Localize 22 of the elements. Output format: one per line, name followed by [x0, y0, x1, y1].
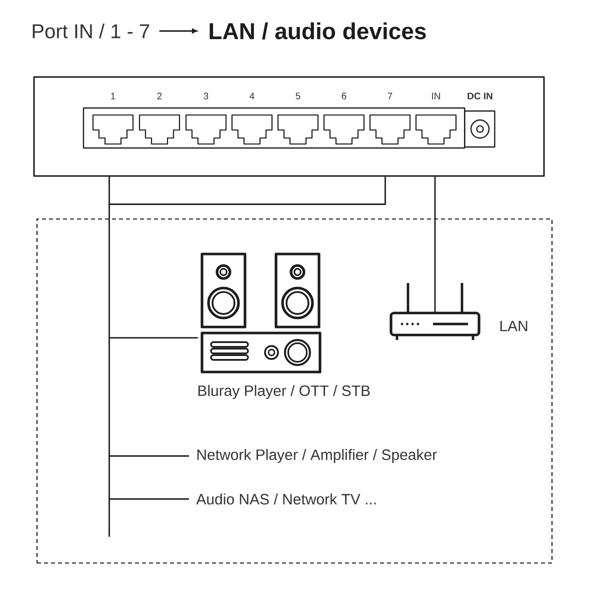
port-label: IN: [432, 92, 440, 100]
port-label: 2: [157, 92, 162, 100]
port-label: 6: [342, 92, 346, 100]
title-text: Port IN / 1 - 7: [32, 24, 150, 38]
port-label: DC IN: [468, 92, 492, 100]
arrow: [159, 28, 198, 34]
port-label: 4: [250, 92, 254, 100]
title-text: LAN / audio devices: [210, 22, 426, 40]
dashed-box: [36, 218, 553, 564]
port-label: 3: [204, 92, 208, 100]
port-label: 1: [111, 92, 116, 100]
connector-line: [434, 176, 436, 313]
icon-caption: Bluray Player / OTT / STB: [198, 385, 370, 399]
device-label: Audio NAS / Network TV ...: [196, 493, 376, 504]
connector-line: [109, 337, 198, 338]
connector-line: [108, 176, 386, 537]
port-label: 7: [388, 92, 392, 100]
connector-line: [109, 455, 189, 457]
connector-line: [109, 498, 189, 500]
icon-caption: LAN: [500, 320, 528, 332]
port-label: 5: [296, 92, 300, 100]
device-label: Network Player / Amplifier / Speaker: [197, 449, 437, 463]
